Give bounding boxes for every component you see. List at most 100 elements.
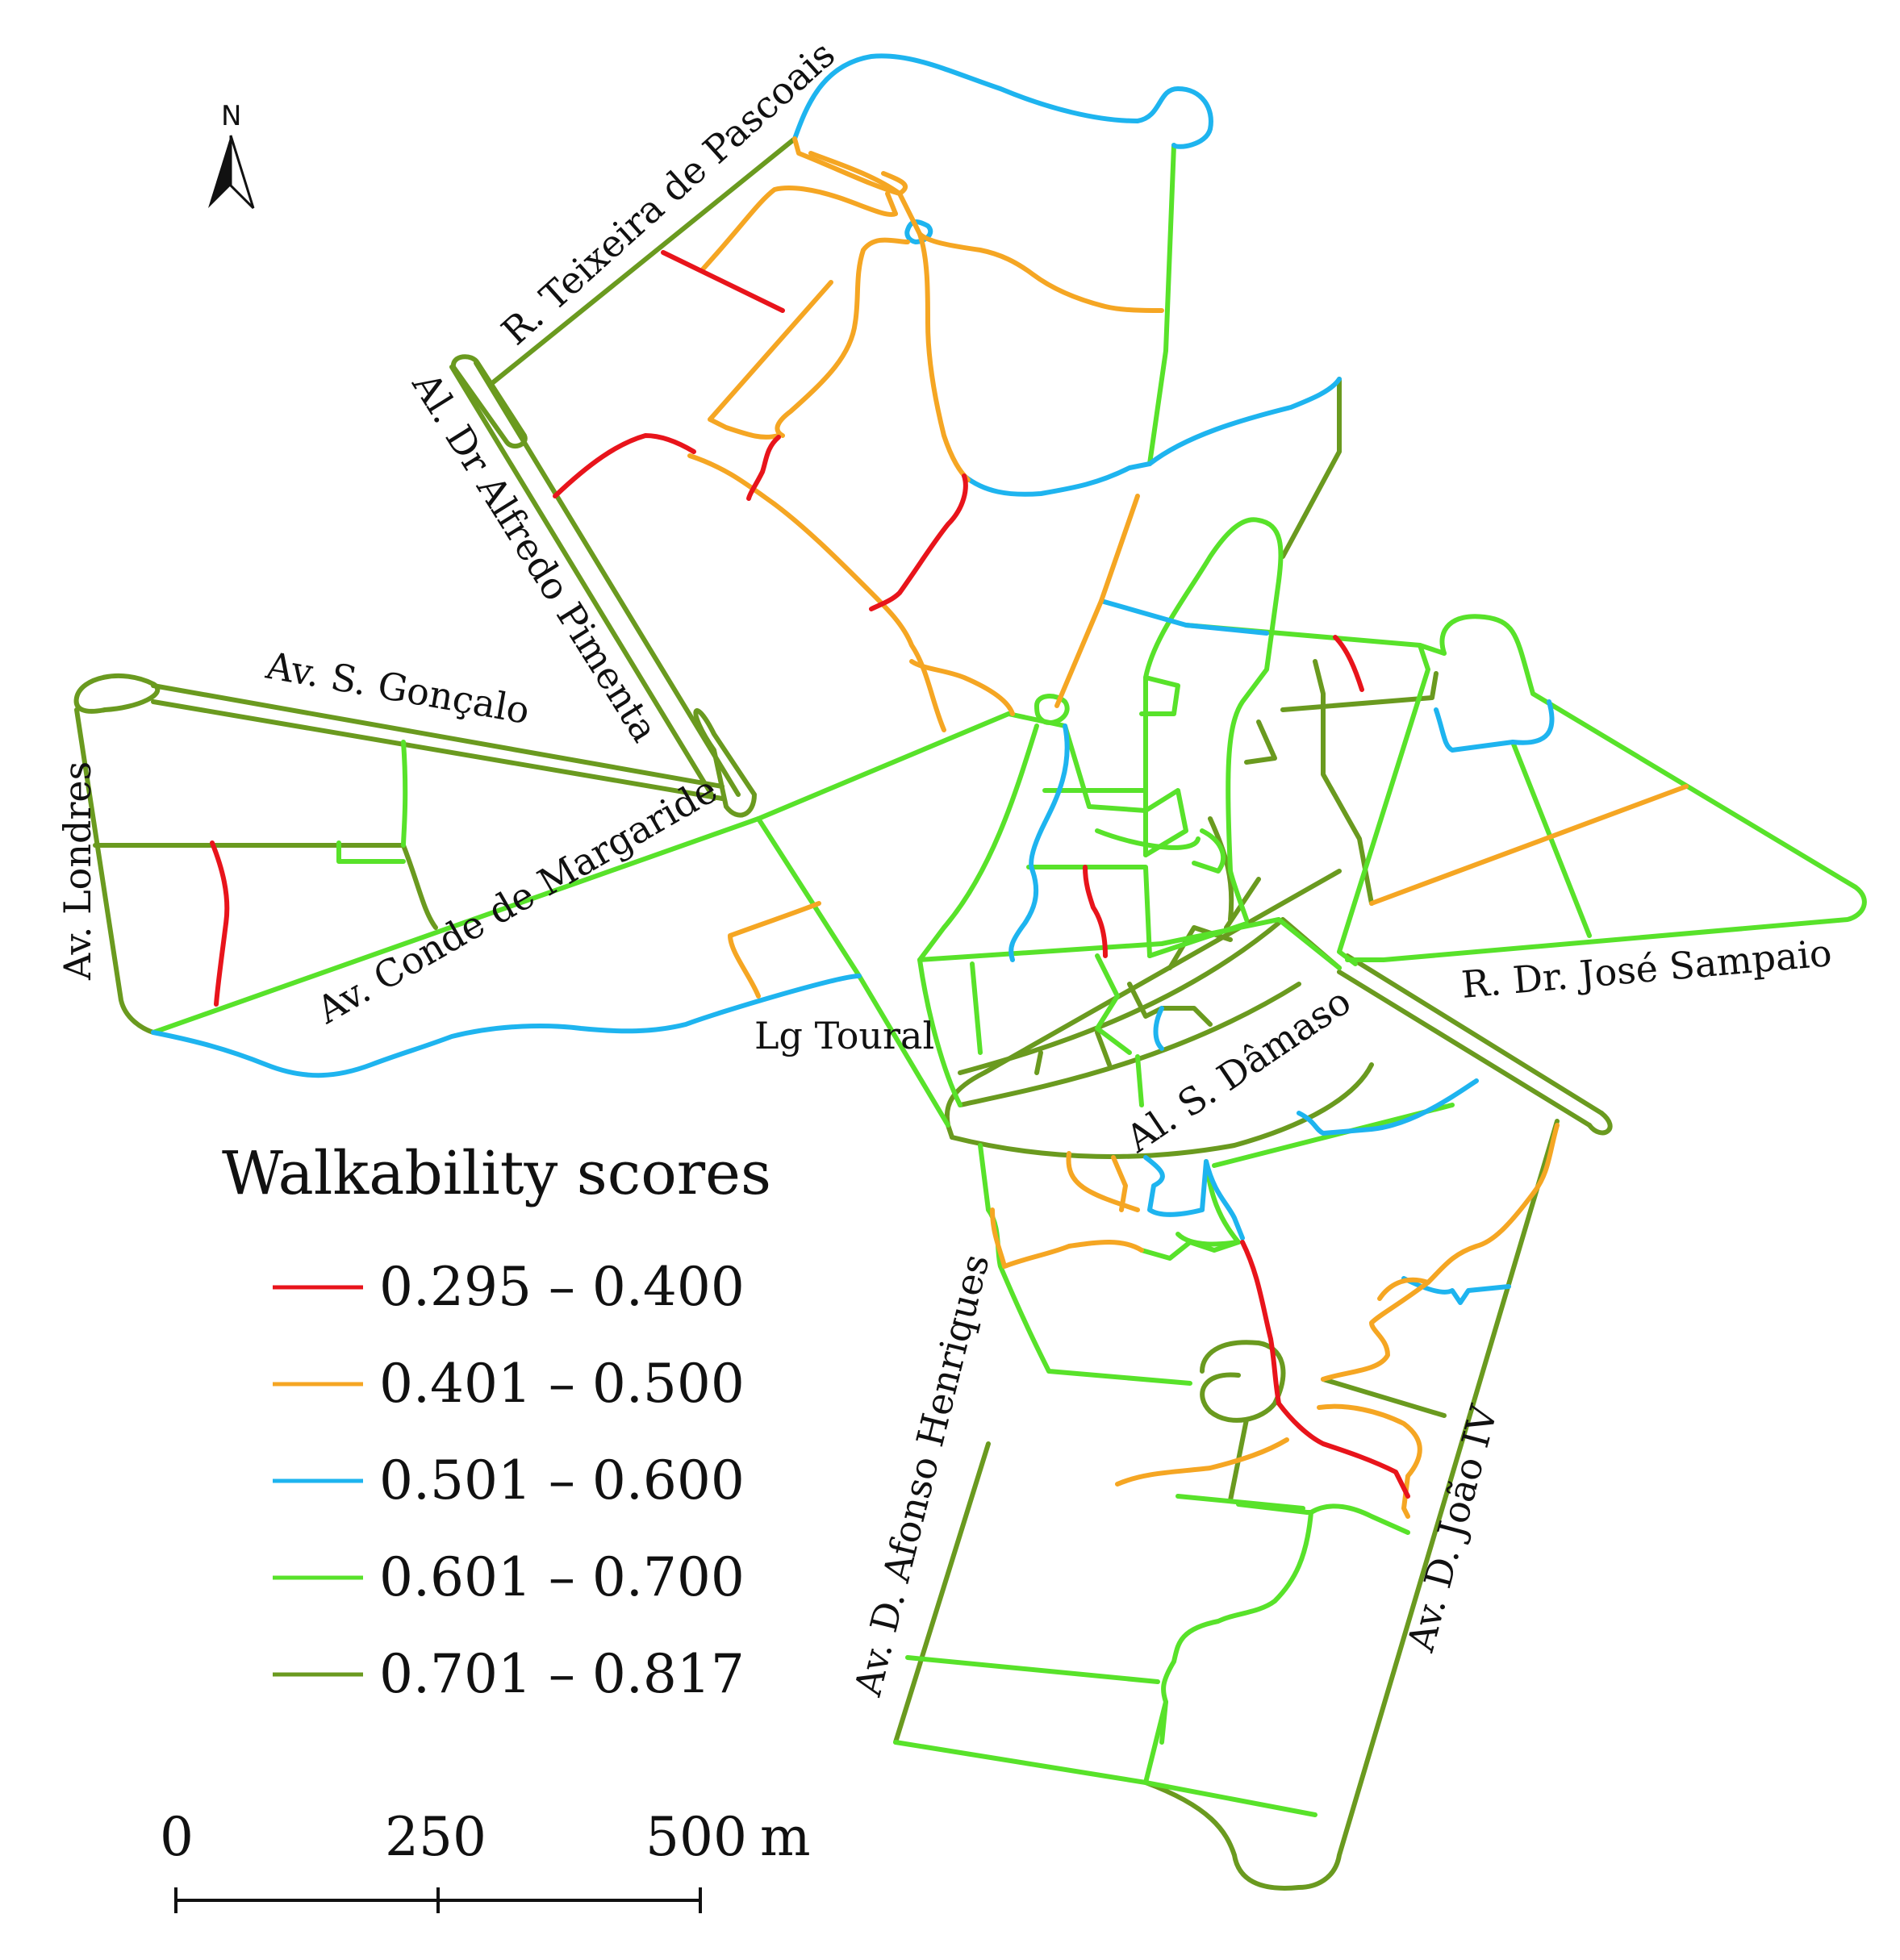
street-segment (1401, 1276, 1511, 1305)
legend-label: 0.701 – 0.817 (379, 1643, 745, 1705)
street-segment (1333, 635, 1364, 692)
street-segment (950, 1062, 1374, 1159)
street-segment (962, 461, 1152, 497)
street-segment (1192, 828, 1226, 874)
street-segment (958, 982, 1301, 1107)
legend-label: 0.295 – 0.400 (379, 1256, 745, 1318)
legend-label: 0.501 – 0.600 (379, 1449, 745, 1512)
streets-class-0701-0817 (73, 136, 1613, 1891)
legend-label: 0.401 – 0.500 (379, 1353, 745, 1415)
street-segment (917, 724, 1039, 1107)
street-segment (1297, 1078, 1479, 1136)
street-segment (1034, 1030, 1112, 1075)
street-segment (958, 917, 1342, 1075)
north-arrow: N (208, 100, 255, 210)
street-segment (1321, 1377, 1447, 1418)
street-segment (1236, 1502, 1410, 1535)
street-segment (553, 433, 696, 498)
legend-title: Walkability scores (222, 1139, 771, 1208)
street-segment (792, 136, 908, 196)
street-segment (1280, 671, 1439, 712)
street-segment (970, 953, 1132, 1055)
streets-class-0501-0600 (151, 53, 1555, 1305)
north-arrow-icon-outline (229, 135, 255, 210)
street-segment (1083, 865, 1108, 958)
legend-items: 0.295 – 0.400 0.401 – 0.500 0.501 – 0.600 0… (273, 1256, 745, 1705)
street-segment (449, 361, 741, 801)
label-av-londres: Av. Londres (56, 761, 99, 981)
street-segment (1066, 1151, 1140, 1212)
street-segment (1280, 377, 1342, 559)
street-segment (401, 843, 438, 930)
street-segment (893, 1441, 991, 1745)
street-segment (869, 473, 968, 611)
street-segment (1063, 724, 1188, 857)
street-segment (1139, 675, 1180, 716)
street-segment (1337, 953, 1604, 1128)
street-segment (336, 740, 408, 864)
street-segment (905, 1655, 1160, 1684)
street-segment (1029, 724, 1070, 874)
street-segment (708, 280, 833, 440)
street-segment (1337, 643, 1430, 966)
street-segment (1434, 699, 1555, 753)
street-segment (1147, 921, 1249, 958)
street-segment (210, 840, 230, 1007)
street-segment (1026, 865, 1152, 958)
street-segment (1313, 659, 1374, 906)
street-segment (1321, 1123, 1560, 1382)
label-av-conde-de-margaride: Av. Conde de Margaride (309, 767, 725, 1032)
streets-class-0295-0400 (210, 250, 1410, 1499)
street-segment (1153, 1006, 1164, 1051)
street-segment (1297, 1119, 1560, 1890)
label-av-s-goncalo: Av. S. Gonçalo (262, 643, 532, 732)
label-lg-toural: Lg Toural (754, 1014, 934, 1057)
street-segment (74, 707, 156, 1035)
north-arrow-icon (208, 136, 231, 208)
street-segment (1143, 517, 1284, 922)
street-segment (151, 816, 761, 1035)
label-r-teixeira-de-pascoais: R. Teixeira de Pascoais (493, 32, 843, 353)
street-segment (1200, 1340, 1286, 1423)
street-segment (1143, 1780, 1301, 1891)
street-segment (917, 231, 971, 482)
street-segment (1127, 982, 1213, 1027)
north-label: N (221, 100, 241, 132)
scale-bar: 0 250 500 m (160, 1806, 811, 1913)
street-segment (1167, 925, 1233, 970)
street-segment (792, 53, 1213, 149)
street-segment (1159, 1510, 1313, 1745)
street-labels: R. Teixeira de Pascoais Al. Dr Alfredo P… (56, 32, 1834, 1701)
street-segment (746, 435, 781, 501)
label-r-dr-jose-sampaio: R. Dr. José Sampaio (1459, 931, 1833, 1007)
street-segment (1345, 614, 1867, 962)
street-segment (1147, 143, 1176, 466)
label-av-d-afonso-henriques: Av. D. Afonso Henriques (846, 1249, 998, 1700)
street-segment (1143, 1155, 1245, 1241)
street-segment (885, 191, 898, 216)
street-segment (1377, 1277, 1430, 1301)
legend-label: 0.601 – 0.700 (379, 1546, 745, 1608)
street-segment (151, 974, 862, 1078)
streets-class-0401-0500 (687, 136, 1689, 1519)
scale-tick-label-250: 250 (385, 1806, 486, 1868)
street-segment (728, 901, 821, 999)
street-segment (1587, 1111, 1613, 1136)
street-segment (1369, 784, 1689, 906)
street-segment (699, 186, 898, 273)
street-segment (1317, 1403, 1422, 1519)
street-segment (1143, 1699, 1168, 1785)
street-segment (693, 708, 757, 818)
scale-unit-label: m (760, 1806, 811, 1868)
street-segment (1240, 1240, 1410, 1499)
street-segment (1135, 1054, 1144, 1107)
street-segment (151, 683, 725, 801)
street-segment (1111, 1155, 1128, 1212)
street-segment (490, 136, 797, 386)
street-segment (451, 354, 528, 449)
legend: Walkability scores 0.295 – 0.400 0.401 – … (222, 1139, 771, 1705)
street-segment (1147, 377, 1342, 466)
scale-tick-label-0: 0 (160, 1806, 194, 1868)
street-segment (775, 237, 910, 438)
